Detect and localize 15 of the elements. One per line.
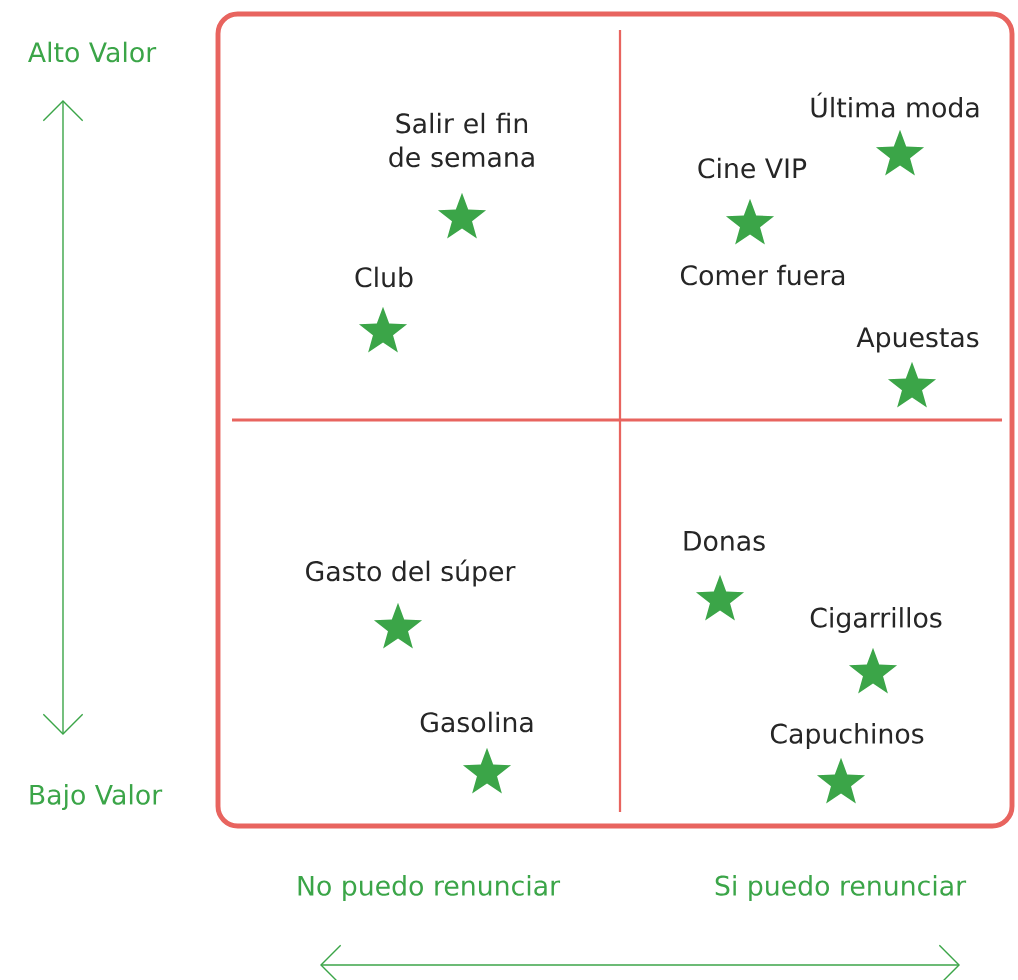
item-label: Alto Valor xyxy=(28,41,157,63)
item-label: Cine VIP xyxy=(698,157,807,179)
item-label: Última moda xyxy=(811,92,979,118)
item-label: Gasto del súper xyxy=(306,559,516,587)
item-label: Cigarrillos xyxy=(810,607,942,633)
item-label: Salir el fin de semana xyxy=(389,112,534,168)
item-label: Club xyxy=(355,266,413,288)
item-label: Bajo Valor xyxy=(30,784,163,810)
item-label: Comer fuera xyxy=(680,264,845,286)
item-label: Apuestas xyxy=(856,327,979,353)
item-label: No puedo renunciar xyxy=(298,875,561,901)
item-label: Donas xyxy=(684,531,765,551)
item-label: Si puedo renunciar xyxy=(715,875,967,901)
item-label: Capuchinos xyxy=(770,723,924,749)
item-label: Gasolina xyxy=(420,711,533,733)
